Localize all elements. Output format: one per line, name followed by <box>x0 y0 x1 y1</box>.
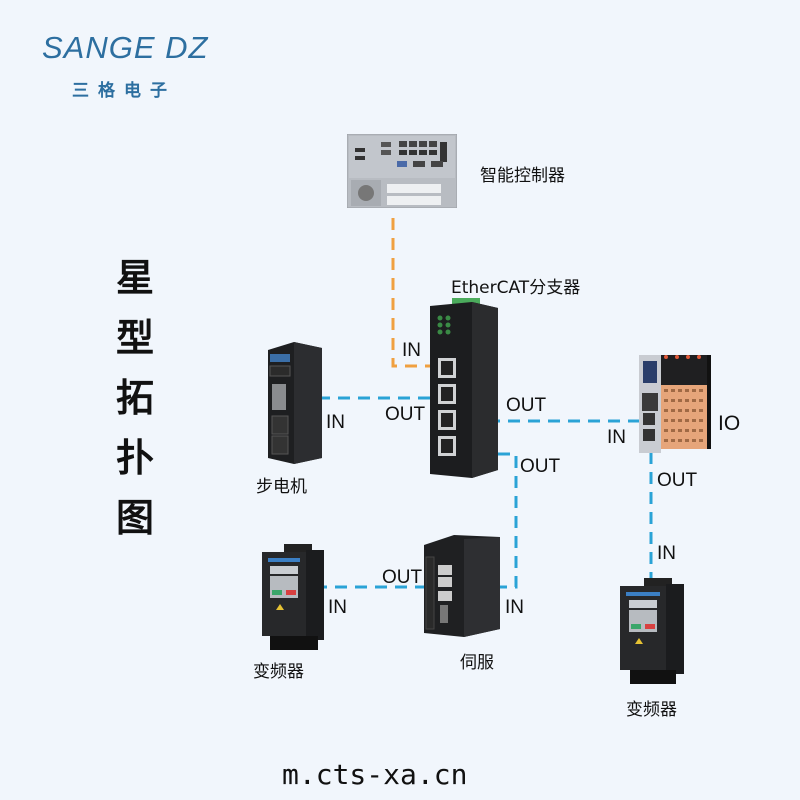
servo-driver-icon <box>424 535 500 637</box>
inverter-right-label: 变频器 <box>626 700 677 720</box>
ethercat-hub-icon <box>430 298 498 478</box>
hub-label: EtherCAT分支器 <box>451 278 581 298</box>
io-module-icon <box>639 355 711 453</box>
title-char: 型 <box>115 315 154 360</box>
title-char: 星 <box>115 255 154 300</box>
controller-device[interactable] <box>346 133 458 209</box>
io-label: IO <box>718 412 741 435</box>
diagram-title: 星 型 拓 扑 图 <box>110 248 160 548</box>
title-char: 扑 <box>115 435 154 480</box>
ethercat-hub-device[interactable] <box>428 298 502 480</box>
brand-name-cn: 三格电子 <box>72 81 176 101</box>
port-label-hub-in: IN <box>402 340 421 361</box>
servo-driver-device[interactable] <box>424 533 500 637</box>
inverter-icon <box>620 578 684 684</box>
controller-label: 智能控制器 <box>480 166 565 186</box>
port-label-inverter-left-in: IN <box>328 597 347 618</box>
brand-name-en: SANGE DZ <box>42 30 209 65</box>
port-label-hub-out-right: OUT <box>506 395 547 416</box>
servo-label: 伺服 <box>460 653 494 673</box>
port-label-servo-out: OUT <box>382 567 423 588</box>
port-label-io-out: OUT <box>657 470 698 491</box>
stepper-driver-device[interactable] <box>264 340 324 465</box>
industrial-pc-icon <box>346 133 458 209</box>
port-label-hub-out-bottom: OUT <box>520 456 561 477</box>
port-label-stepper-in: IN <box>326 412 345 433</box>
inverter-left-device[interactable] <box>262 544 324 650</box>
inverter-right-device[interactable] <box>620 578 684 684</box>
port-label-hub-out-left: OUT <box>385 404 426 425</box>
port-label-servo-in: IN <box>505 597 524 618</box>
inverter-icon <box>262 544 324 650</box>
title-char: 拓 <box>115 375 154 420</box>
io-module-device[interactable] <box>639 353 711 455</box>
stepper-label: 步电机 <box>256 477 307 497</box>
footer-url[interactable]: m.cts-xa.cn <box>282 758 468 791</box>
port-label-io-in: IN <box>607 427 626 448</box>
stepper-driver-icon <box>268 342 322 464</box>
title-char: 图 <box>115 495 154 540</box>
inverter-left-label: 变频器 <box>253 662 304 682</box>
port-label-inverter-right-in: IN <box>657 543 676 564</box>
